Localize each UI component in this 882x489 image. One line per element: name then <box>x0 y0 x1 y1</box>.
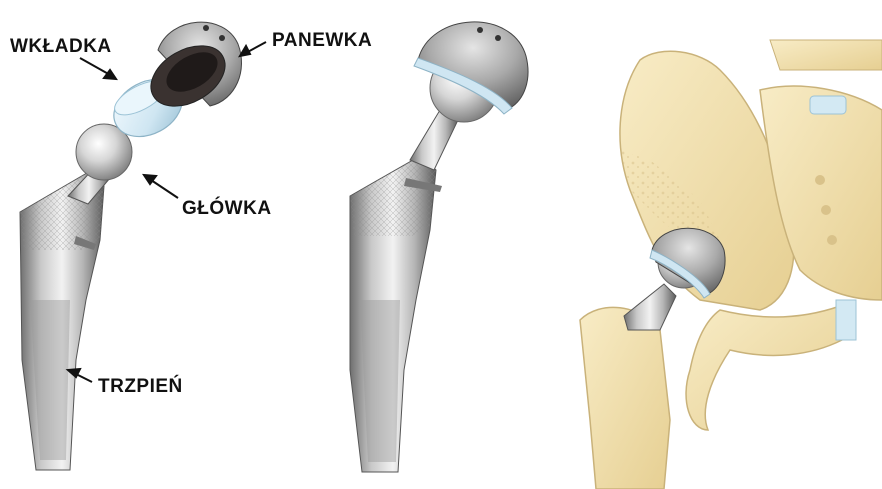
liner-label: WKŁADKA <box>10 36 112 58</box>
exploded-implant <box>20 22 266 470</box>
stem-component <box>20 166 110 470</box>
cup-label: PANEWKA <box>272 30 372 52</box>
stem-label: TRZPIEŃ <box>98 376 183 398</box>
head-label: GŁÓWKA <box>182 198 272 220</box>
implant-in-pelvis <box>580 40 882 489</box>
assembled-implant <box>350 22 528 472</box>
